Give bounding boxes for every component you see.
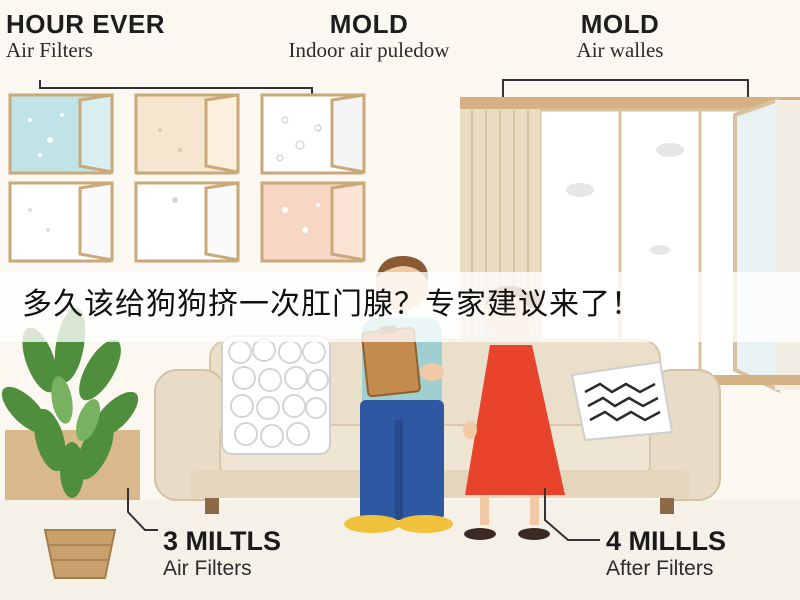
header-left-subtitle: Air Filters [6, 38, 93, 62]
header-middle-subtitle: Indoor air puledow [288, 38, 450, 62]
window-icon [134, 181, 240, 263]
header-middle-title: MOLD [329, 9, 409, 39]
pillow-icon [570, 360, 674, 442]
header-left: HOUR EVER Air Filters [6, 10, 165, 62]
pillow-icon [221, 335, 331, 455]
filter-window-grid [8, 93, 366, 263]
header-right-title: MOLD [580, 9, 660, 39]
plant-icon [1, 307, 140, 579]
header-left-title: HOUR EVER [6, 9, 166, 39]
header-middle: MOLD Indoor air puledow [258, 10, 480, 62]
label-bottom-left-title: 3 MILTLS [163, 526, 281, 556]
label-bottom-left: 3 MILTLS Air Filters [163, 526, 281, 582]
headline-text: 多久该给狗狗挤一次肛门腺？专家建议来了！ [22, 287, 642, 322]
window-icon [260, 181, 366, 263]
header-right-subtitle: Air walles [576, 38, 664, 62]
label-bottom-left-subtitle: Air Filters [163, 557, 252, 580]
label-bottom-right-title: 4 MILLLS [606, 526, 726, 556]
label-bottom-right: 4 MILLLS After Filters [606, 526, 726, 582]
label-bottom-right-subtitle: After Filters [606, 557, 714, 580]
window-icon [8, 181, 114, 263]
window-icon [8, 93, 114, 175]
connector-lines-bottom [127, 488, 600, 541]
window-icon [134, 93, 240, 175]
window-icon [260, 93, 366, 175]
headline-banner [0, 272, 800, 342]
header-right: MOLD Air walles [540, 10, 700, 62]
